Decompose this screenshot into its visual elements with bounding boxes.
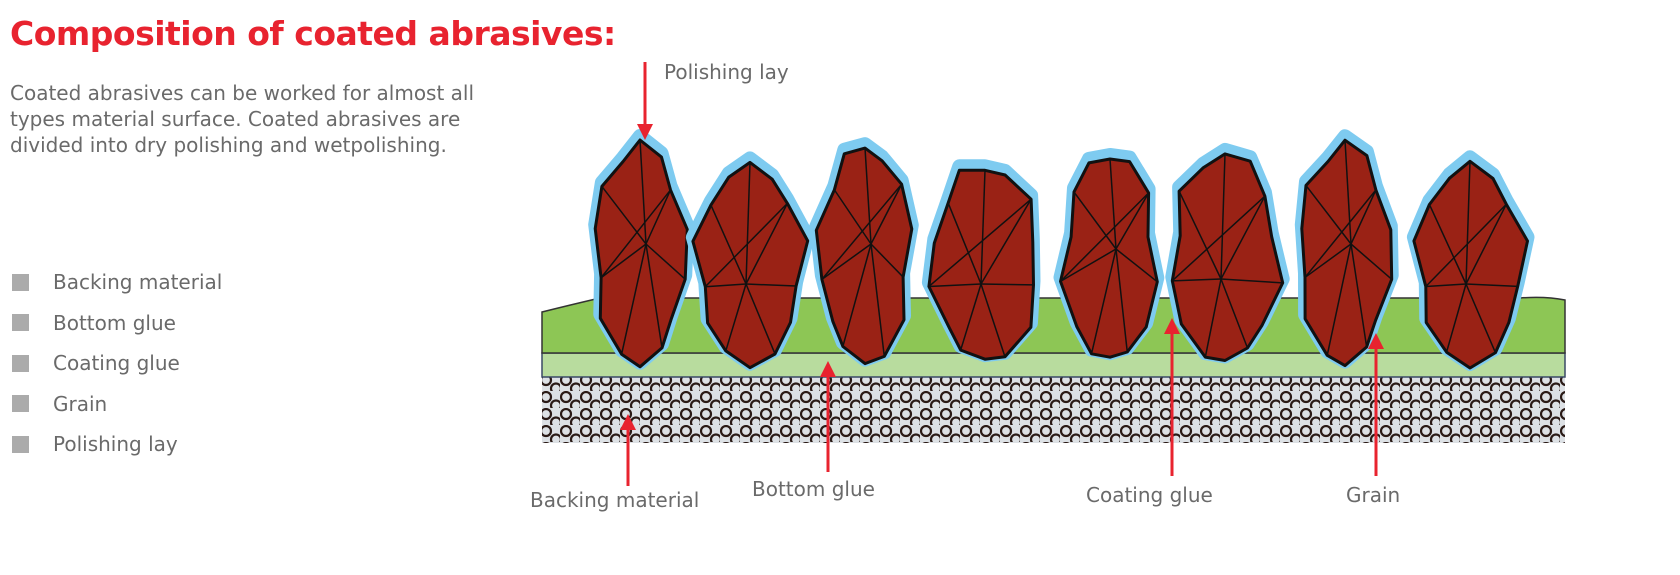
grain-facet-line xyxy=(1344,140,1352,245)
grain-facet-line xyxy=(1304,189,1377,278)
intro-text: Coated abrasives can be worked for almos… xyxy=(10,81,475,157)
label-bottom-glue: Bottom glue xyxy=(752,477,875,501)
legend-label: Bottom glue xyxy=(53,310,176,335)
grain-facet-line xyxy=(1220,278,1283,284)
legend-label: Polishing lay xyxy=(53,432,178,457)
legend-item: Backing material xyxy=(12,262,222,303)
legend-item: Coating glue xyxy=(12,343,222,384)
legend-swatch xyxy=(12,435,29,453)
legend-label: Backing material xyxy=(53,270,223,295)
grain-facet-line xyxy=(1425,203,1507,288)
grain-facet-line xyxy=(1204,278,1222,358)
label-coating-glue: Coating glue xyxy=(1086,483,1213,507)
legend-swatch xyxy=(12,354,29,372)
grain-facet-line xyxy=(980,170,986,285)
grain-facet-line xyxy=(1220,153,1226,280)
arrow-grain-head xyxy=(1368,333,1384,349)
grain-facet-line xyxy=(1465,203,1508,285)
grain-facet-line xyxy=(1090,248,1117,355)
legend-swatch xyxy=(12,395,29,413)
grain-facet-line xyxy=(645,243,686,280)
grain-facet-line xyxy=(1060,192,1150,282)
grain-facet-line xyxy=(1115,248,1158,283)
legend-swatch xyxy=(12,273,29,291)
grain-facet-line xyxy=(980,283,1034,286)
grain-facet-line xyxy=(620,243,647,355)
grain-facet-line xyxy=(601,185,647,245)
grain-facet-line xyxy=(725,283,747,352)
grain-facet-line xyxy=(928,198,1032,288)
arrow-bottom-glue-head xyxy=(820,361,836,377)
label-grain: Grain xyxy=(1346,483,1401,507)
legend-item: Polishing lay xyxy=(12,424,222,465)
arrow-polishing-lay-head xyxy=(637,124,653,140)
legend-label: Coating glue xyxy=(53,351,180,376)
grain-facet-line xyxy=(1115,248,1129,353)
grain-facet-line xyxy=(1465,283,1497,353)
grain-facet-line xyxy=(870,243,886,357)
grain-facet-line xyxy=(864,148,872,245)
grain xyxy=(691,160,810,370)
grain-facet-line xyxy=(1109,158,1117,250)
grain-facet-line xyxy=(821,243,872,280)
grain-facet-line xyxy=(1305,184,1352,245)
label-backing-material: Backing material xyxy=(530,488,700,512)
grain-facet-line xyxy=(639,139,647,245)
grain-facet-line xyxy=(1445,283,1467,353)
grain xyxy=(1412,159,1529,370)
grain-facet-line xyxy=(833,189,872,245)
grain-facet-line xyxy=(980,283,1006,358)
page-title: Composition of coated abrasives: xyxy=(10,14,616,53)
grain-facet-line xyxy=(745,283,797,287)
grain-facet-line xyxy=(1060,248,1117,283)
backing-fiber-pattern xyxy=(542,377,1565,443)
grain-facet-line xyxy=(1428,204,1467,285)
grain-facet-line xyxy=(842,243,872,347)
legend-item: Bottom glue xyxy=(12,303,222,344)
legend-swatch xyxy=(12,314,29,332)
grain-facet-line xyxy=(870,243,904,278)
grain-facet-line xyxy=(1115,192,1150,250)
grain-facet-line xyxy=(1073,191,1117,250)
grain-facet-line xyxy=(1304,243,1352,279)
grain xyxy=(814,146,914,366)
grain-facet-line xyxy=(1171,195,1266,282)
grain-facet-line xyxy=(710,204,747,285)
grain-facet-line xyxy=(1178,190,1222,280)
grain-facet-line xyxy=(1220,278,1249,349)
grain-facet-line xyxy=(1465,161,1471,285)
legend: Backing material Bottom glue Coating glu… xyxy=(12,262,222,465)
grain-facet-line xyxy=(600,243,647,279)
grain-facet-line xyxy=(870,183,903,245)
grain-facet-line xyxy=(947,202,982,285)
grain xyxy=(1300,138,1394,368)
grain-facet-line xyxy=(1350,189,1377,245)
grain-facet-line xyxy=(928,283,982,288)
grain-facet-line xyxy=(704,202,788,288)
grain-facet-line xyxy=(959,283,982,351)
grain-facet-line xyxy=(1326,243,1352,356)
grain-facet-line xyxy=(1172,278,1222,282)
grain-facet-line xyxy=(980,198,1032,285)
grain-facet-line xyxy=(745,283,776,355)
grain-facet-line xyxy=(1350,243,1393,280)
arrow-coating-glue-head xyxy=(1164,318,1180,334)
grain-facet-line xyxy=(1425,283,1467,288)
grain-facet-line xyxy=(645,243,663,349)
legend-label: Grain xyxy=(53,391,108,416)
grain-facet-line xyxy=(745,203,789,285)
grain-facet-line xyxy=(1220,195,1266,280)
grain-facet-line xyxy=(705,283,747,288)
grain-facet-line xyxy=(821,183,903,280)
bottom-glue-layer xyxy=(541,352,1566,378)
arrow-backing-material-head xyxy=(620,414,636,430)
grain-facet-line xyxy=(1350,243,1368,348)
coating-glue-layer xyxy=(541,296,1566,354)
label-polishing-lay: Polishing lay xyxy=(664,60,789,84)
grain-facet-line xyxy=(600,189,672,279)
grain-facet-line xyxy=(1465,283,1518,288)
grain-facet-line xyxy=(745,162,751,285)
legend-item: Grain xyxy=(12,384,222,425)
grain-facet-line xyxy=(645,189,672,245)
